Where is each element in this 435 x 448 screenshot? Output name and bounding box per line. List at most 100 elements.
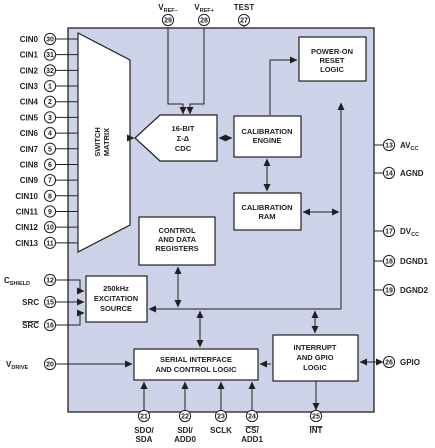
pin-right-26-num: 26 (385, 360, 393, 367)
pin-cin2-label: CIN2 (20, 66, 39, 75)
por-label-3: LOGIC (320, 65, 344, 74)
pin-src-circle (43, 295, 57, 309)
serial-interface-block (133, 348, 259, 381)
pin-vdrive-label: VDRIVE (6, 360, 28, 371)
pin-cin12-label: CIN12 (15, 223, 38, 232)
calibration-engine-block (233, 115, 302, 158)
pin-cin4-label: CIN4 (20, 98, 39, 107)
cal-engine-label-1: CALIBRATION (241, 127, 292, 136)
pin-right-14-label: AGND (400, 169, 424, 178)
pin-cin10-label: CIN10 (15, 192, 38, 201)
cdc-label-3: CDC (175, 144, 192, 153)
pin-right-14-num: 14 (385, 171, 393, 178)
int-label-1: INTERRUPT (294, 343, 337, 352)
pin-cin11-circle (43, 205, 57, 218)
cal-ram-label-2: RAM (258, 212, 275, 221)
pin-cin1-circle (43, 48, 57, 61)
pin-bottom-21-label-2: SDA (136, 435, 153, 444)
pin-bottom-22-label-1: SDI/ (177, 426, 193, 435)
pin-cin6-label: CIN6 (20, 129, 39, 138)
por-label-2: RESET (319, 56, 344, 65)
pin-bottom-21-label-1: SDO/ (134, 426, 154, 435)
pin-cin13-num: 11 (46, 240, 54, 247)
pin-srcbar-num: 16 (46, 323, 54, 330)
pin-cin6-num: 4 (48, 131, 52, 138)
pin-cin6-circle (43, 126, 57, 140)
pin-right-14-circle (382, 166, 396, 180)
ctrl-reg-label-2: AND DATA (158, 235, 197, 244)
pin-top-27-label: TEST (234, 3, 255, 12)
int-label-3: LOGIC (303, 363, 327, 372)
pin-cin10-num: 8 (48, 193, 52, 200)
pin-cin3-circle (43, 79, 57, 93)
pin-bottom-23-label-1: SCLK (210, 426, 232, 435)
pin-bottom-24-circle (245, 409, 259, 423)
pin-right-13-num: 13 (385, 143, 393, 150)
pin-right-19-num: 19 (385, 288, 393, 295)
pin-cin8-label: CIN8 (20, 160, 39, 169)
pin-right-18-label: DGND1 (400, 257, 429, 266)
pin-top-28-circle (197, 13, 211, 27)
pin-right-19-circle (382, 283, 396, 297)
pin-cin8-circle (43, 158, 57, 171)
pin-right-13-circle (382, 138, 396, 152)
pin-cin12-circle (43, 221, 57, 234)
pin-right-13-label: AVCC (400, 141, 419, 152)
pin-right-17-circle (382, 224, 396, 238)
cal-ram-label-1: CALIBRATION (241, 203, 292, 212)
pin-top-28-num: 28 (200, 18, 208, 25)
pin-right-26-circle (382, 355, 396, 369)
pin-cin4-num: 2 (48, 99, 52, 106)
pin-bottom-24-label-1: CS/ (245, 426, 259, 435)
control-registers-block (138, 216, 216, 266)
pin-cin11-label: CIN11 (16, 207, 39, 216)
pin-cin13-label: CIN13 (15, 239, 38, 248)
ctrl-reg-label-1: CONTROL (158, 226, 195, 235)
pin-cin0-num: 30 (46, 37, 54, 44)
pin-cin10-circle (43, 189, 57, 202)
pin-cin7-label: CIN7 (20, 145, 39, 154)
pin-top-27-circle (237, 13, 251, 27)
pin-cin5-circle (43, 111, 57, 124)
pin-bottom-25-label-1: INT (310, 426, 323, 435)
pin-cin3-num: 1 (48, 84, 52, 91)
internal-wiring (127, 28, 345, 368)
pin-cin12-num: 10 (46, 225, 54, 232)
pin-top-29-num: 29 (164, 18, 172, 25)
exc-label-3: SOURCE (100, 304, 132, 313)
pin-right-19-label: DGND2 (400, 286, 429, 295)
pin-bottom-25-num: 25 (312, 414, 320, 421)
excitation-source-block (85, 275, 148, 323)
pin-right-18-circle (382, 254, 396, 268)
pin-bottom-21-circle (137, 409, 151, 423)
pin-cin7-circle (43, 142, 57, 155)
cdc-block (134, 114, 218, 162)
pin-src-num: 15 (46, 300, 54, 307)
calibration-ram-block (233, 192, 302, 231)
pin-srcbar-circle (43, 318, 57, 332)
pin-cin9-circle (43, 174, 57, 187)
pin-cshield-num: 12 (46, 278, 54, 285)
pin-cin7-num: 5 (48, 146, 52, 153)
pin-cin0-label: CIN0 (20, 35, 39, 44)
pin-vdrive-circle (43, 357, 57, 371)
pin-cin5-label: CIN5 (20, 113, 39, 122)
pin-right-17-num: 17 (385, 229, 393, 236)
pin-cin9-num: 7 (48, 178, 52, 185)
pin-cin1-num: 31 (46, 52, 54, 59)
pin-bottom-22-num: 22 (181, 414, 189, 421)
pin-bottom-22-label-2: ADD0 (174, 435, 196, 444)
pin-cshield-label: CSHIELD (4, 276, 30, 287)
interrupt-gpio-block (272, 334, 359, 382)
cal-engine-label-2: ENGINE (253, 136, 282, 145)
pin-right-18-num: 18 (385, 259, 393, 266)
por-label-1: POWER-ON (311, 47, 353, 56)
pin-cin5-num: 3 (48, 115, 52, 122)
pin-right-26-label: GPIO (400, 358, 420, 367)
power-on-reset-block (298, 36, 367, 82)
